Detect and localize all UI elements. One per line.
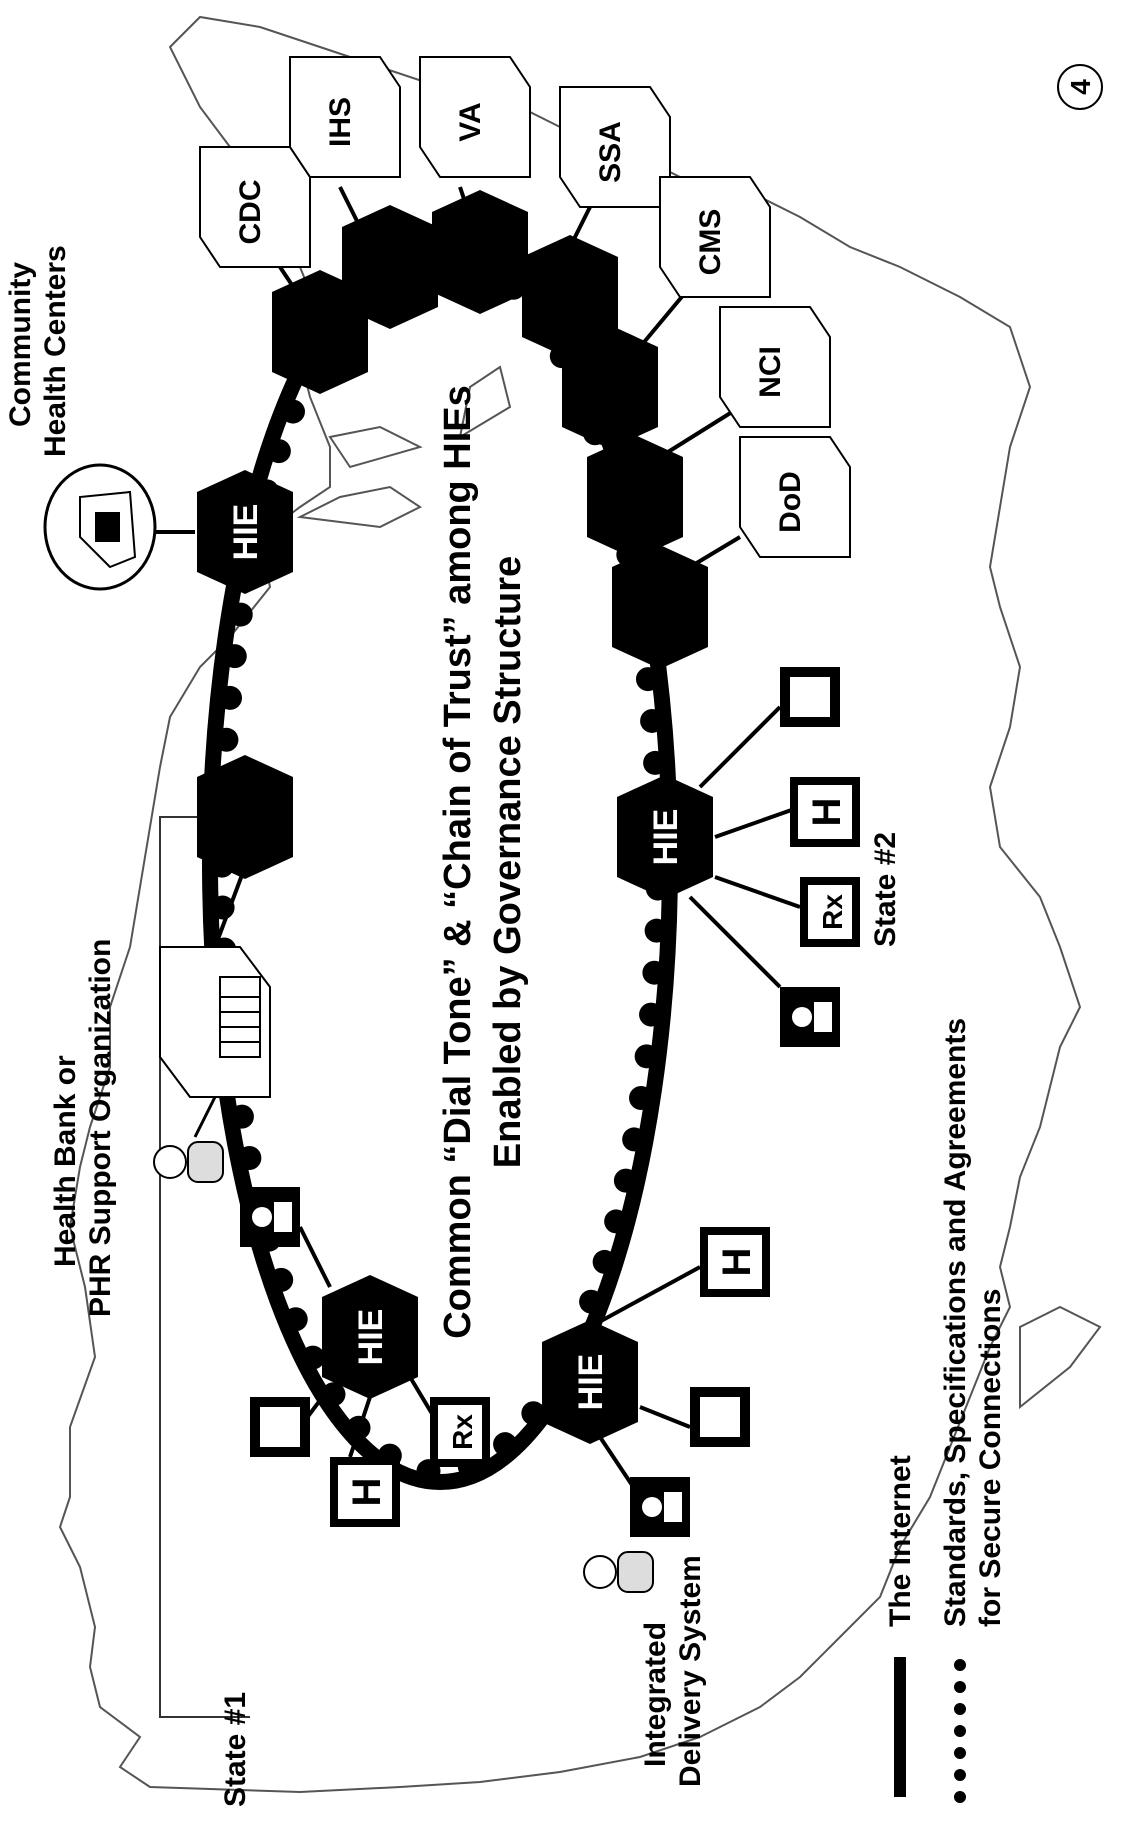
agency-label: DoD <box>774 471 807 533</box>
agency-hex-ihs <box>342 205 438 329</box>
hospital-icon-s1: H <box>330 1457 400 1527</box>
xray-icon-s2 <box>780 667 840 727</box>
phr-building-link <box>213 866 247 948</box>
hie-label: HIE <box>227 504 265 561</box>
diagram-title-line1: Common “Dial Tone” & “Chain of Trust” am… <box>437 385 479 1339</box>
xray-icon-ids <box>690 1387 750 1447</box>
hie-node-state1: HIE <box>322 1275 418 1399</box>
phr-building-icon <box>159 946 271 1098</box>
hie-label: HIE <box>647 809 685 866</box>
physician-icon-s1 <box>240 1187 300 1247</box>
hospital-label: H <box>345 1478 389 1507</box>
hospital-icon-s2: H <box>790 777 860 847</box>
agency-label: SSA <box>594 121 627 183</box>
label-ids-2: Delivery System <box>674 1555 707 1787</box>
label-community-1: Community <box>4 262 37 427</box>
label-state2: State #2 <box>869 832 902 947</box>
hospital-label: H <box>715 1248 759 1277</box>
agency-hex-ssa <box>522 235 618 359</box>
state2-links <box>688 705 801 989</box>
agency-hex-nci <box>587 435 683 559</box>
agency-label: CMS <box>694 209 727 276</box>
agency-hex-va <box>432 190 528 314</box>
pharmacy-icon-s2: Rx <box>800 877 860 947</box>
agency-label: VA <box>454 102 487 141</box>
diagram-title-line2: Enabled by Governance Structure <box>487 556 529 1168</box>
label-health-bank-1: Health Bank or <box>49 1055 82 1267</box>
hie-node-state2: HIE <box>617 775 713 899</box>
phr-person-link <box>193 1096 217 1138</box>
legend-internet-label: The Internet <box>884 1455 917 1627</box>
agency-hex-cms <box>562 325 658 449</box>
label-state1: State #1 <box>219 1692 252 1807</box>
community-health-center-icon <box>43 463 157 591</box>
xray-icon-s1 <box>250 1397 310 1457</box>
label-health-bank-2: PHR Support Organization <box>84 939 117 1317</box>
agency-label: CDC <box>234 180 267 245</box>
legend: The Internet Standards, Specifications a… <box>884 1018 1007 1803</box>
person-icon-ids <box>583 1551 654 1593</box>
person-icon-phr <box>153 1141 224 1183</box>
agency-building-va: VA <box>419 56 531 178</box>
hie-label: HIE <box>572 1354 610 1411</box>
hie-label: HIE <box>352 1309 390 1366</box>
agency-building-nci: NCI <box>719 306 831 428</box>
agency-building-dod: DoD <box>739 436 851 558</box>
page-number-label: 4 <box>1065 79 1096 95</box>
page-number: 4 <box>1057 64 1103 110</box>
great-lakes <box>296 365 512 529</box>
state1-links <box>298 1226 442 1458</box>
hie-node-phr <box>197 755 293 879</box>
hospital-label: H <box>805 798 849 827</box>
legend-standards-label-2: for Secure Connections <box>974 1289 1007 1627</box>
pharmacy-icon-s1: Rx <box>430 1397 490 1467</box>
hie-node-ids: HIE <box>542 1320 638 1444</box>
hospital-icon-ids: H <box>700 1227 770 1297</box>
florida-outline <box>1019 1305 1102 1410</box>
label-community-2: Health Centers <box>39 245 72 457</box>
pharmacy-label: Rx <box>817 894 848 930</box>
legend-standards-label-1: Standards, Specifications and Agreements <box>939 1018 972 1627</box>
agency-label: NCI <box>754 346 787 398</box>
label-ids-1: Integrated <box>639 1622 672 1767</box>
physician-icon-ids <box>630 1477 690 1537</box>
physician-icon-s2 <box>780 987 840 1047</box>
hie-node-community: HIE <box>197 470 293 594</box>
agency-label: IHS <box>324 97 357 147</box>
agency-building-ihs: IHS <box>289 56 401 178</box>
agency-building-cdc: CDC <box>199 146 311 268</box>
agency-building-ssa: SSA <box>559 86 671 208</box>
pharmacy-label: Rx <box>447 1414 478 1450</box>
agency-hex-dod <box>612 545 708 669</box>
agency-building-cms: CMS <box>659 176 771 298</box>
